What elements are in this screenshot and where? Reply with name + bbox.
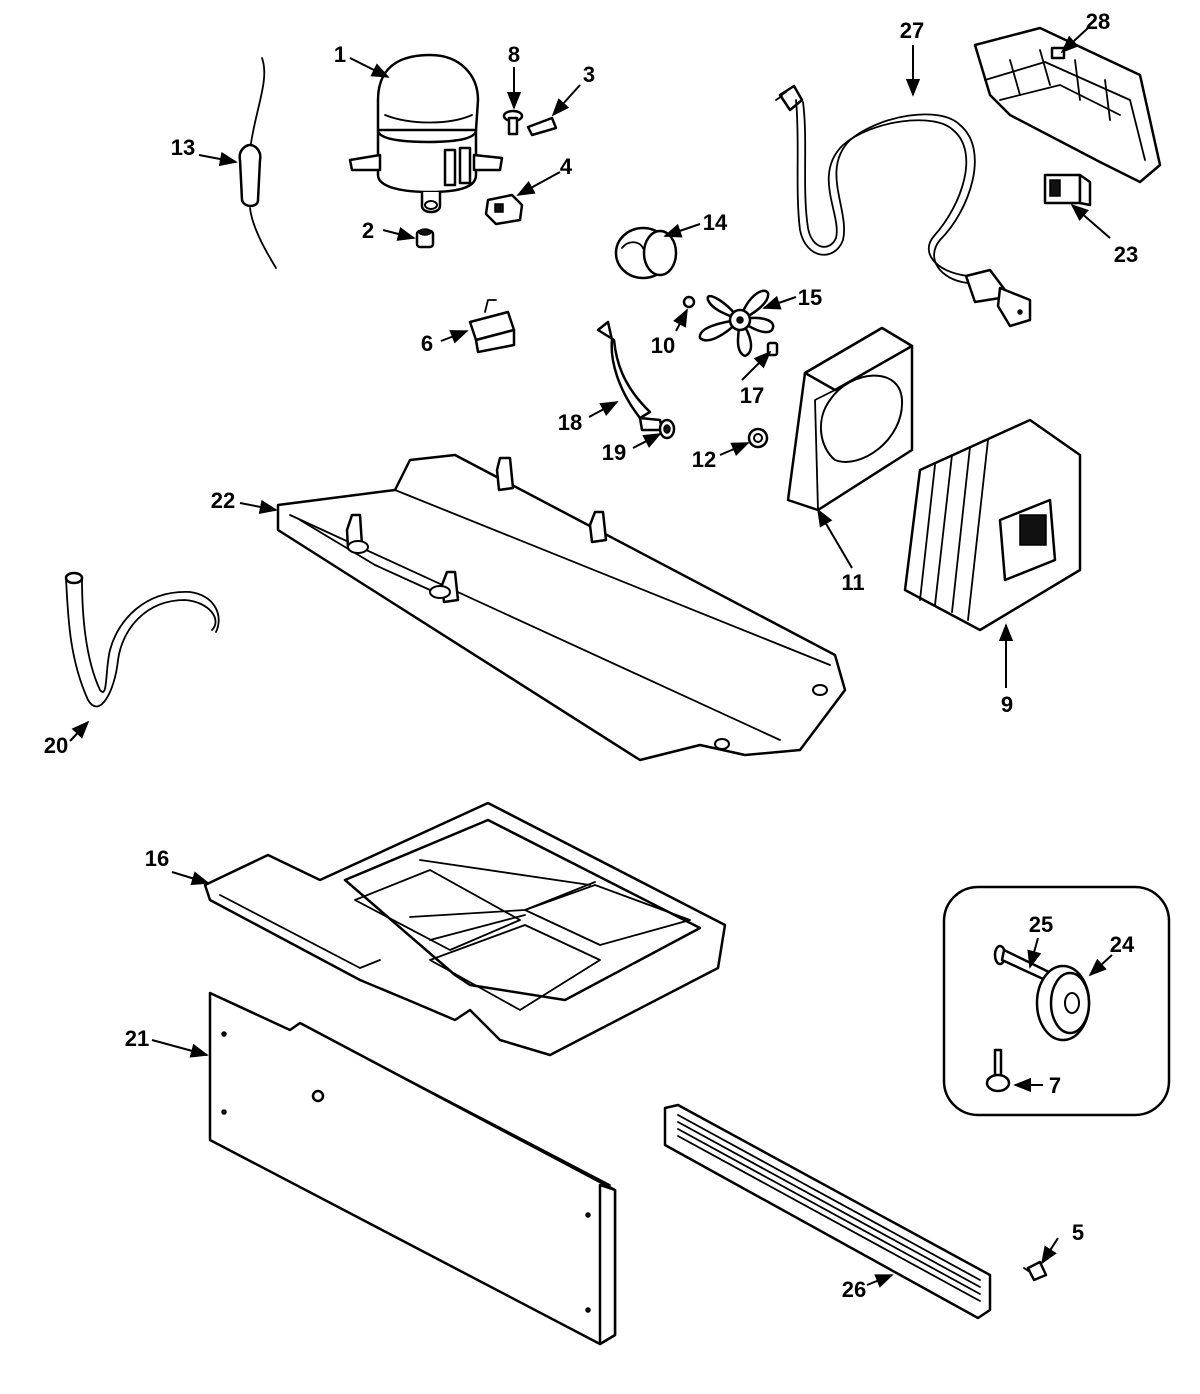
clip-part-3 — [526, 116, 558, 137]
fan-motor-part-14 — [614, 226, 678, 280]
callout-3: 3 — [583, 62, 595, 87]
base-pan-part-22 — [276, 453, 847, 762]
compressor-part-1 — [348, 53, 504, 214]
callout-9: 9 — [1001, 692, 1013, 717]
grille-part-26 — [663, 1103, 992, 1320]
power-cord-part-27 — [775, 84, 1032, 328]
callout-26: 26 — [842, 1277, 866, 1302]
callout-5: 5 — [1072, 1220, 1084, 1245]
callout-labels: 1 2 3 4 5 6 7 8 9 10 11 12 13 14 15 16 1… — [44, 9, 1138, 1302]
callout-1: 1 — [334, 42, 346, 67]
callout-25: 25 — [1029, 912, 1053, 937]
grommet-part-2 — [415, 228, 435, 249]
callout-13: 13 — [171, 135, 195, 160]
drain-pan-part-16 — [203, 801, 727, 1057]
callout-11: 11 — [841, 570, 864, 595]
callout-28: 28 — [1086, 9, 1110, 34]
switch-part-6 — [468, 299, 516, 354]
access-panel-part-21 — [208, 991, 617, 1346]
callout-24: 24 — [1110, 932, 1135, 957]
relay-part-4 — [484, 193, 524, 226]
condenser-part-9 — [903, 418, 1082, 632]
shroud-part-11 — [786, 326, 914, 512]
callout-18: 18 — [558, 410, 582, 435]
callout-23: 23 — [1114, 242, 1138, 267]
callout-14: 14 — [703, 210, 728, 235]
callout-4: 4 — [560, 154, 573, 179]
callout-6: 6 — [421, 331, 433, 356]
callout-10: 10 — [651, 333, 675, 358]
nut-part-10 — [682, 295, 696, 309]
callout-12: 12 — [692, 447, 716, 472]
callout-15: 15 — [798, 285, 822, 310]
drier-part-13 — [238, 57, 277, 269]
callout-17: 17 — [740, 383, 764, 408]
callout-19: 19 — [602, 440, 626, 465]
screw-part-8 — [502, 109, 524, 136]
callout-16: 16 — [145, 846, 169, 871]
cover-part-28 — [973, 26, 1162, 184]
grommet-part-19 — [658, 418, 676, 440]
callout-8: 8 — [508, 42, 520, 67]
clip-part-5 — [1023, 1260, 1048, 1282]
fan-blade-part-15 — [698, 289, 775, 358]
callout-27: 27 — [900, 18, 924, 43]
leader-lines — [69, 27, 1113, 1288]
detail-inset — [942, 885, 1171, 1117]
callout-2: 2 — [362, 218, 374, 243]
callout-20: 20 — [44, 733, 68, 758]
callout-22: 22 — [211, 488, 235, 513]
callout-21: 21 — [125, 1026, 149, 1051]
drain-tube-part-20 — [64, 571, 220, 708]
grommet-part-12 — [747, 427, 769, 449]
terminal-block-part-23 — [1043, 173, 1092, 207]
callout-7: 7 — [1049, 1073, 1061, 1098]
